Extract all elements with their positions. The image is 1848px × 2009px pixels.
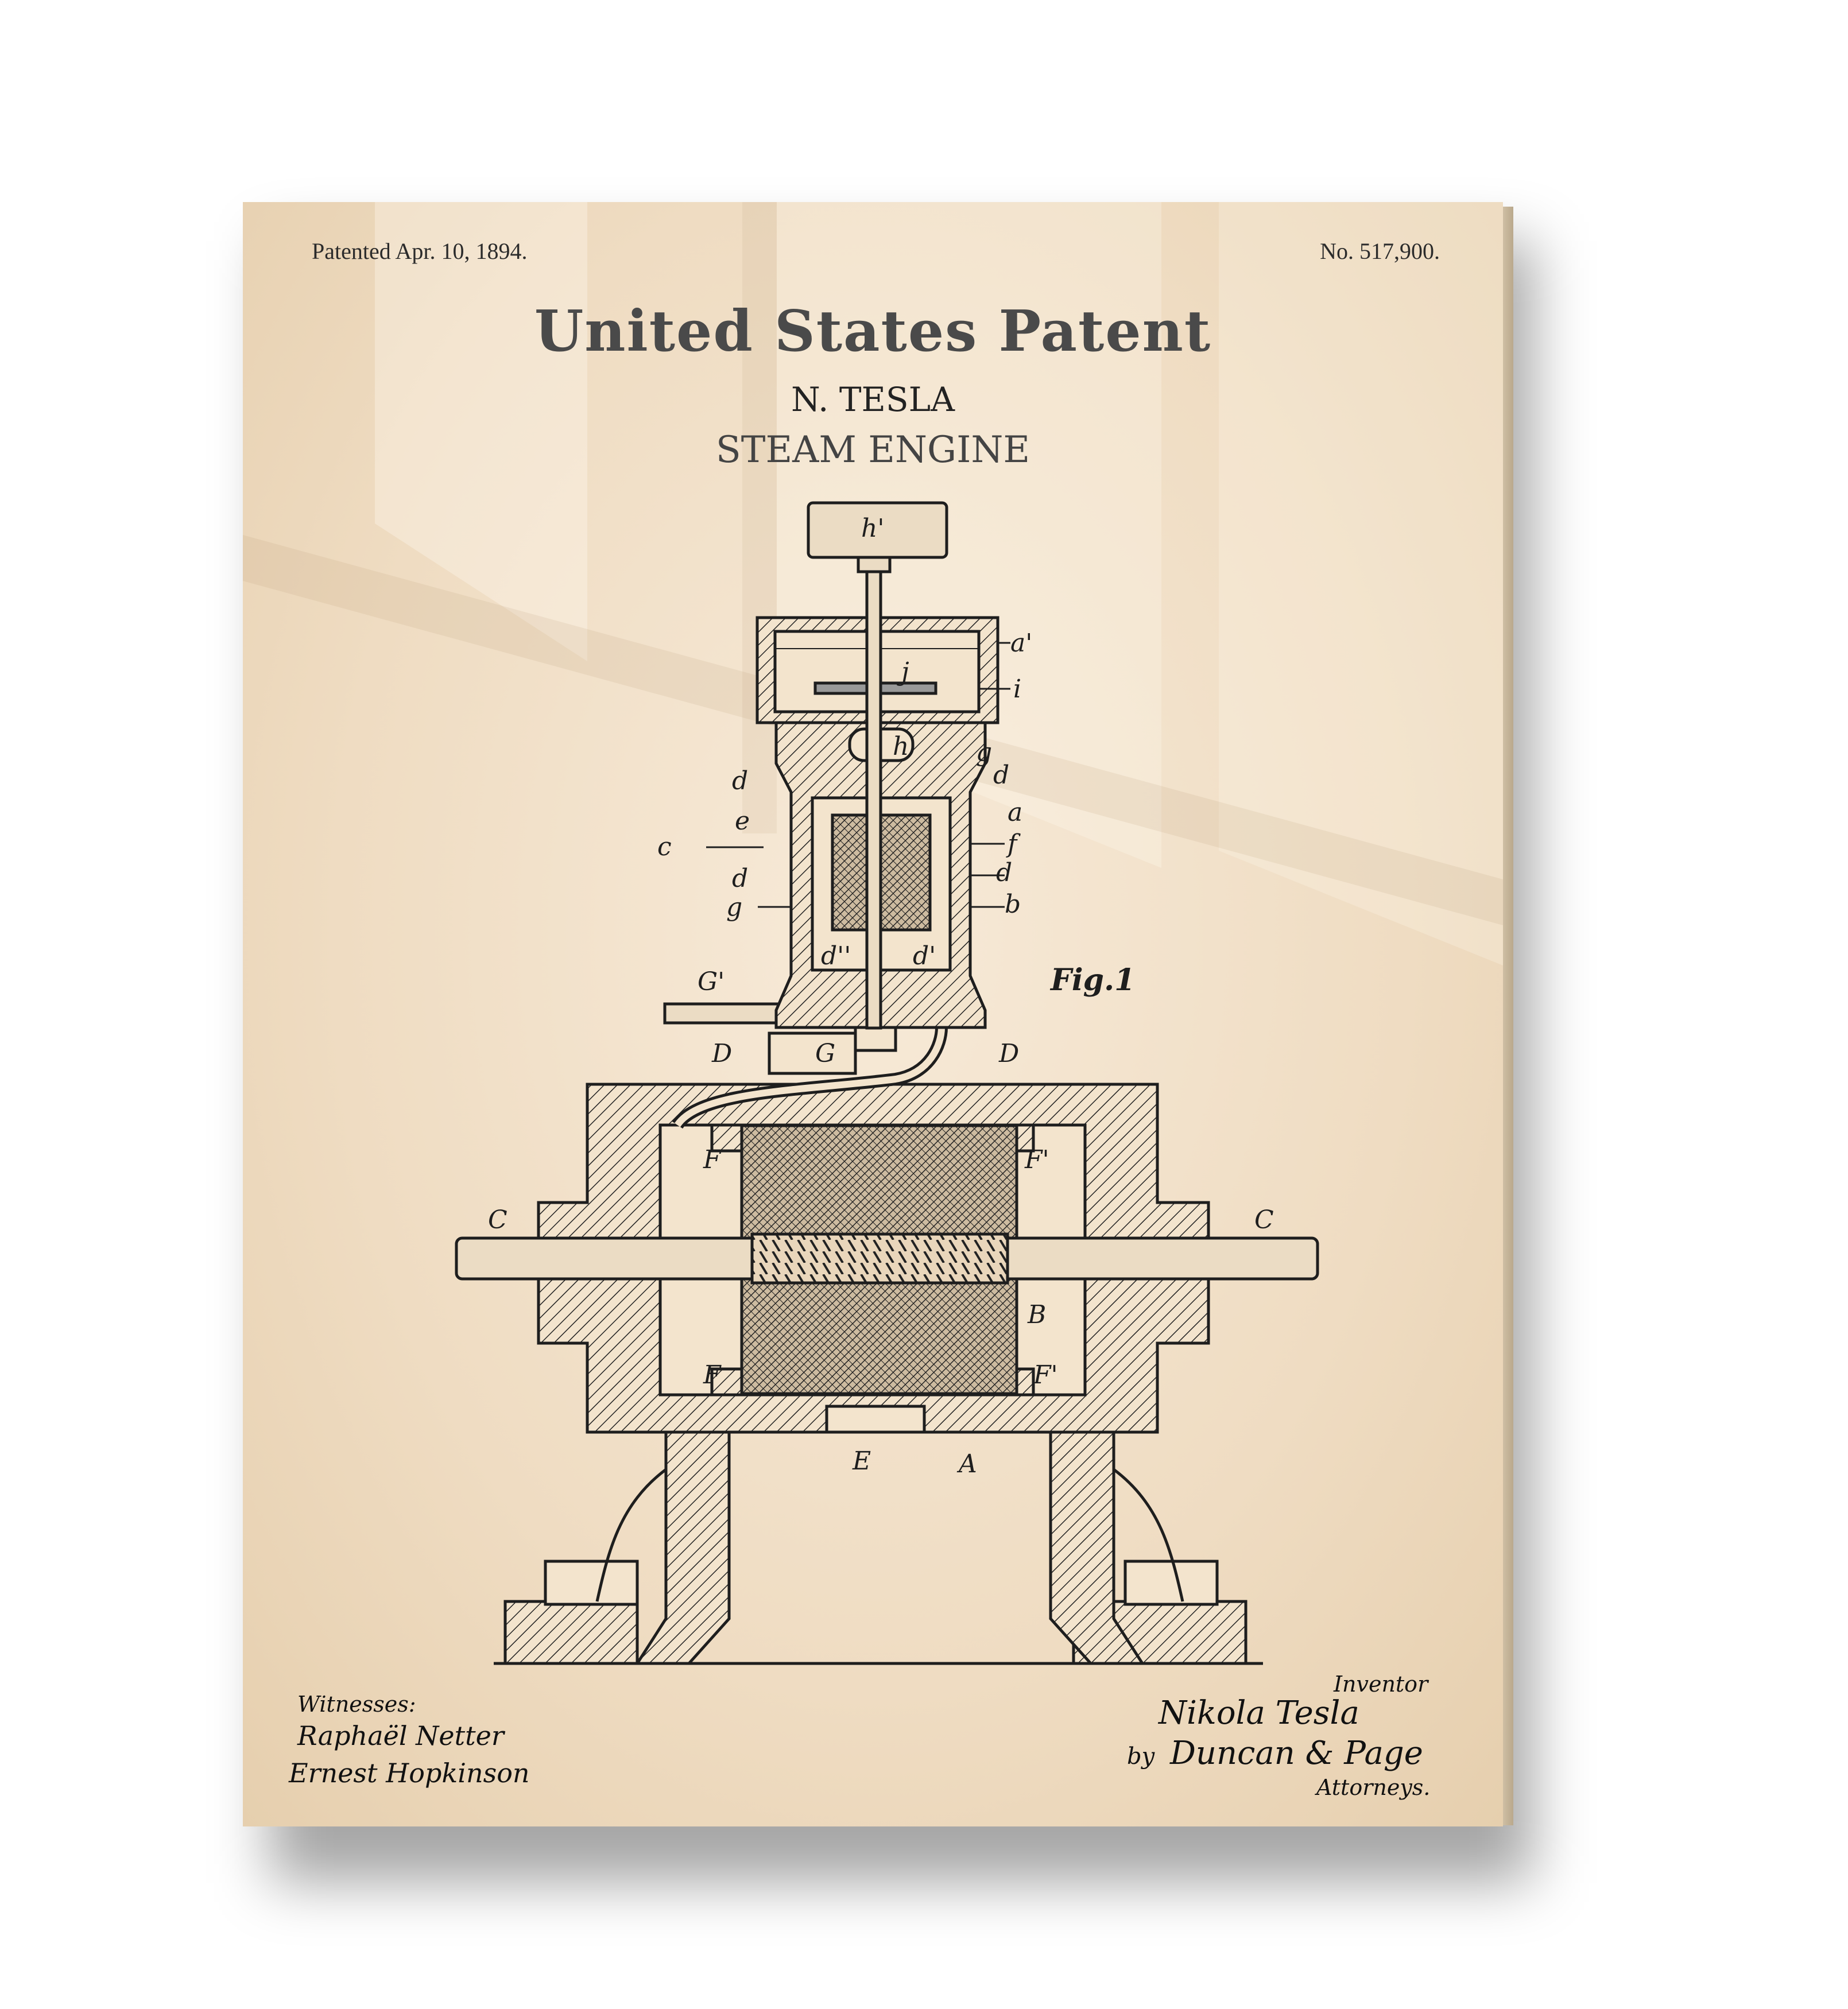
right-bolt [1123,1560,1219,1606]
label-g-top: g [976,738,992,767]
patent-print: Patented Apr. 10, 1894. No. 517,900. Uni… [243,202,1503,1826]
left-bolt [544,1560,639,1606]
label-A: A [956,1449,977,1479]
engine-drawing: h' a' j i h g d d e a c f d d g b d'' d'… [455,501,1319,1665]
label-i: i [1013,674,1021,704]
figure-label: Fig.1 [1049,963,1135,998]
witness-signature-1: Raphaël Netter [297,1720,504,1751]
label-f: f [1006,829,1021,859]
label-D-left: D [711,1039,732,1068]
governor-shaft [865,556,882,1030]
label-E: E [852,1446,871,1476]
label-b: b [1005,890,1021,919]
by-label: by [1127,1743,1155,1770]
label-F-bottom-left: F [703,1360,722,1390]
patent-date: Patented Apr. 10, 1894. [312,238,528,264]
label-a: a [1008,798,1022,827]
patent-number: No. 517,900. [1320,238,1440,264]
label-B: B [1027,1300,1046,1329]
label-h-prime: h' [861,514,884,543]
inventor-signature: Nikola Tesla [1159,1694,1359,1732]
label-F-top-right: F' [1024,1145,1049,1174]
witnesses-label: Witnesses: [297,1692,416,1717]
label-d-right-1: d [993,761,1009,790]
label-G-prime: G' [698,967,725,996]
label-d-prime: d' [913,941,936,971]
label-h: h [893,732,909,761]
page-title: United States Patent [534,298,1212,364]
label-F-bottom-right: F' [1033,1360,1058,1390]
invention-title: STEAM ENGINE [715,429,1030,471]
left-foot [503,1600,639,1665]
attorneys-signature: Duncan & Page [1170,1735,1423,1772]
label-a-prime: a' [1010,629,1032,658]
label-F-top-left: F [703,1145,722,1174]
witness-signature-2: Ernest Hopkinson [289,1758,530,1789]
label-G: G [815,1039,835,1068]
attorneys-label: Attorneys. [1316,1775,1431,1800]
label-c: c [657,832,672,862]
label-d-double-prime: d'' [821,941,851,971]
label-D-right: D [998,1039,1019,1068]
label-d-left-1: d [732,766,748,796]
left-leg [634,1430,731,1665]
inventor-name: N. TESLA [791,380,955,419]
inventor-label: Inventor [1334,1671,1428,1697]
label-g-left: g [726,893,742,922]
label-d-right-2: d [996,858,1012,887]
label-d-left-2: d [732,864,748,893]
label-e: e [735,806,750,836]
label-C-left: C [488,1205,507,1235]
label-C-right: C [1254,1205,1274,1235]
